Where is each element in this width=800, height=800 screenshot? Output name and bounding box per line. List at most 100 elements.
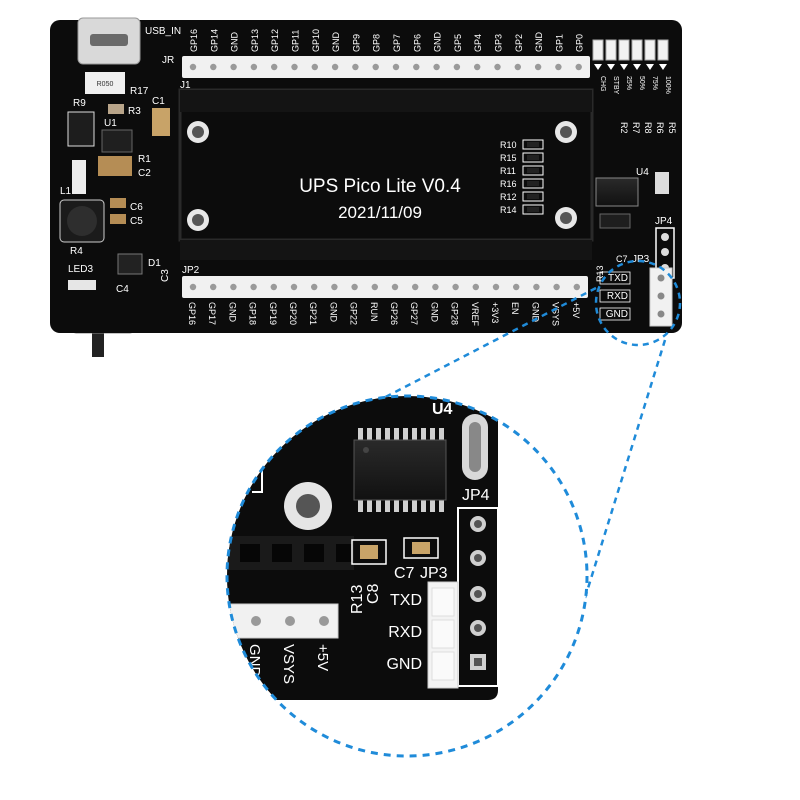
resistor-bank-label: R14 [500,205,517,215]
callout-line-right [578,339,667,615]
jp2-label: JP2 [182,265,200,276]
chip-pin [394,428,399,440]
r3-label: R3 [128,106,141,117]
pin-hole [351,283,358,291]
r9-label: R9 [73,98,86,109]
chip-pin [367,500,372,512]
jp3-label: JP3 [632,254,650,265]
serial-pin-labels: TXD RXD GND [599,271,631,321]
serial-pin-label: TXD [608,273,628,284]
pin-hole [291,63,298,71]
resistor-outline [522,139,544,150]
resistor [527,155,539,160]
led-resistor-label: R8 [643,122,653,134]
zoom-power-label: +5V [314,644,331,671]
bottom-pin-label: GP20 [288,302,298,325]
u1-label: U1 [104,118,117,129]
led-resistor-label: R7 [631,122,641,134]
led-arrow-icon [646,64,654,70]
pin-hole [533,283,540,291]
pin-hole [474,63,481,71]
zoom-serial-label: GND [386,656,422,673]
pin-hole [391,283,399,291]
zoom-c7-cap [403,537,439,559]
resistor-bank-label: R16 [500,179,517,189]
r17-label: R17 [130,86,149,97]
shunt-resistor-r050 [85,72,125,94]
resistor-outline [522,152,544,163]
zoom-serial-labels: TXD RXD GND [386,592,422,673]
bottom-pin-label: GND [429,302,439,323]
led-resistor-label: R5 [667,122,677,134]
serial-pin-label: RXD [607,291,628,302]
zoom-serial-label: RXD [388,624,422,641]
zoom-c7-label: C7 [394,565,415,582]
jr-label: JR [162,55,174,66]
zoom-chip-u4[interactable] [353,439,447,501]
chip-pin [376,428,381,440]
top-pin-label: GND [433,32,443,53]
bottom-pin-label: GP19 [268,302,278,325]
c2-label: C2 [138,168,151,179]
led-arrow-icon [594,64,602,70]
serial-pin-box [599,271,631,285]
resistor [527,142,539,147]
bottom-pin-label: GP21 [308,302,318,325]
bottom-pin-label: GND [227,302,237,323]
resistor-bank-label: R11 [500,166,516,176]
c5-label: C5 [130,216,143,227]
pin-hole [413,63,420,71]
led3-label: LED3 [68,264,93,275]
top-pin-label: GP9 [351,34,361,52]
top-pin-label: GP11 [291,30,301,52]
chip-pin [394,500,399,512]
chip-pin [385,428,390,440]
bottom-pin-label: GP22 [349,302,359,325]
usb-label: USB_IN [145,26,181,37]
led-resistor-label: R6 [655,122,665,134]
bottom-pin-header [182,276,588,298]
pin-hole [452,283,459,291]
resistor-outline [522,178,544,189]
led-label: 25% [625,76,632,90]
pin-hole [513,283,520,291]
pin-hole [412,283,419,291]
callout-zoom-circle [225,394,589,758]
bottom-pin-label: +3V3 [490,302,500,323]
chip-pin [358,428,363,440]
status-led [631,39,643,61]
serial-pin-label: GND [606,309,628,320]
zoom-power-label: GND [246,644,263,678]
pin-hole [555,63,562,71]
status-led [605,39,617,61]
j1-label: J1 [180,80,191,91]
resistor-bank-label: R12 [500,192,517,202]
pin-hole [210,283,217,291]
chip-pin [421,428,426,440]
pin-hole [553,283,560,291]
bottom-pin-label: GP16 [187,302,197,325]
top-pin-label: GND [230,32,240,53]
resistor-r9 [67,111,95,147]
pin-hole [189,283,197,291]
pin-hole [331,63,339,71]
capacitor-c1 [152,108,170,136]
top-pin-holes [189,63,582,71]
bottom-pin-label: GND [328,302,338,323]
bottom-pin-label: VREF [470,302,480,327]
led3 [68,280,96,290]
capacitor-c6 [110,198,126,208]
pin-hole [494,63,501,71]
resistor-outline [522,191,544,202]
chip-pin [367,428,372,440]
pico-socket-rail-bottom [180,240,592,260]
bottom-pin-label: GP18 [248,302,258,325]
resistor-outline [522,204,544,215]
resistor-outline [522,165,544,176]
top-pin-label: GP1 [554,34,564,52]
zoom-serial-label: TXD [390,592,422,609]
